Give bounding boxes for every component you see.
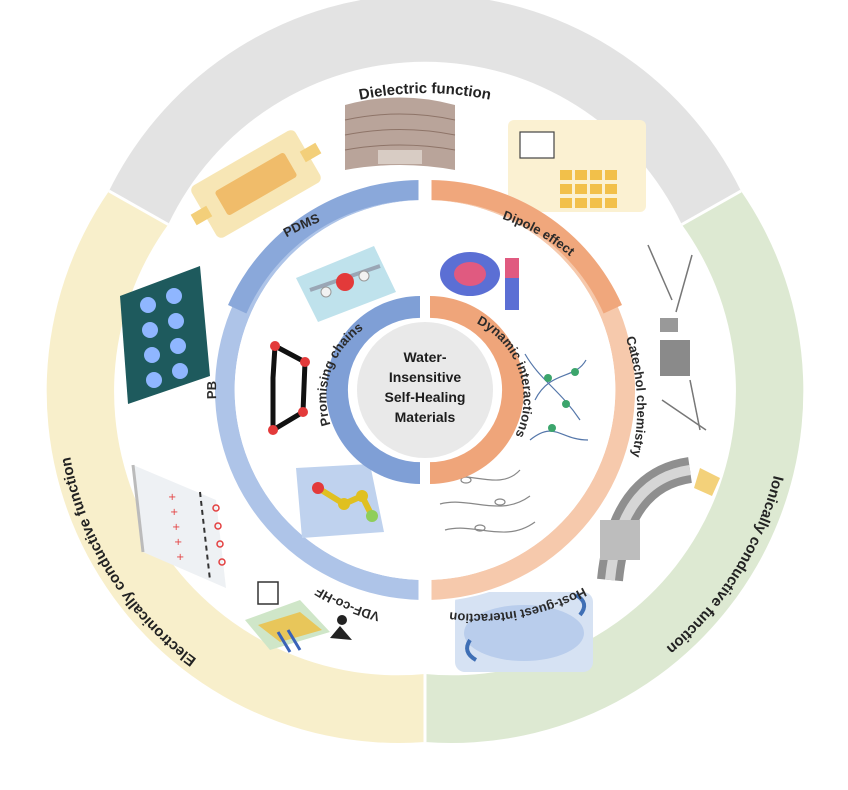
dipole-icon: [440, 252, 519, 310]
fiber-electrode-icon: [647, 244, 707, 431]
dynamic-interactions-arc: [430, 296, 524, 484]
fabric-sensor-icon: [344, 97, 456, 170]
charge-layer-icon: + + + + +: [131, 464, 226, 588]
electrode-film-icon: [190, 130, 322, 238]
svg-text:+: +: [168, 492, 176, 503]
promising-chains-band: [214, 180, 419, 600]
dielectric-sector: [109, 0, 741, 225]
cable-connector-icon: [597, 457, 720, 582]
wearable-device-icon: [245, 581, 352, 653]
promising-chains-arc: [326, 296, 420, 484]
host-guest-icon: [439, 469, 536, 533]
center-title: Water- Insensitive Self-Healing Material…: [385, 349, 466, 425]
svg-text:+: +: [172, 522, 180, 533]
inner-ring: [326, 296, 524, 484]
catechol-network-icon: [524, 353, 589, 441]
center-line-3: Self-Healing: [385, 389, 466, 405]
dynamic-interactions-band-strong: [431, 180, 622, 314]
svg-text:+: +: [174, 537, 182, 548]
pdms-molecule-icon: [296, 246, 396, 322]
led-array-icon: [120, 266, 210, 404]
pb-molecule-icon: [268, 341, 310, 435]
electronic-sector: [46, 191, 425, 743]
pvdf-molecule-icon: [296, 464, 384, 538]
outer-ring: [46, 0, 804, 743]
healing-film-icon: [455, 592, 593, 672]
center-line-1: Water-: [403, 349, 446, 365]
pb-label: PB: [204, 381, 219, 400]
svg-text:+: +: [170, 507, 178, 518]
molecular-illustrations: [268, 246, 589, 538]
center-core: [357, 322, 493, 458]
svg-text:+: +: [176, 552, 184, 563]
promising-chains-band-strong: [228, 180, 419, 314]
ionic-sector: [425, 191, 804, 743]
center-line-4: Materials: [395, 409, 456, 425]
touch-panel-icon: [508, 120, 646, 212]
outer-illustrations: + + + + +: [120, 97, 720, 672]
center-line-2: Insensitive: [389, 369, 462, 385]
dynamic-interactions-band: [431, 180, 636, 600]
